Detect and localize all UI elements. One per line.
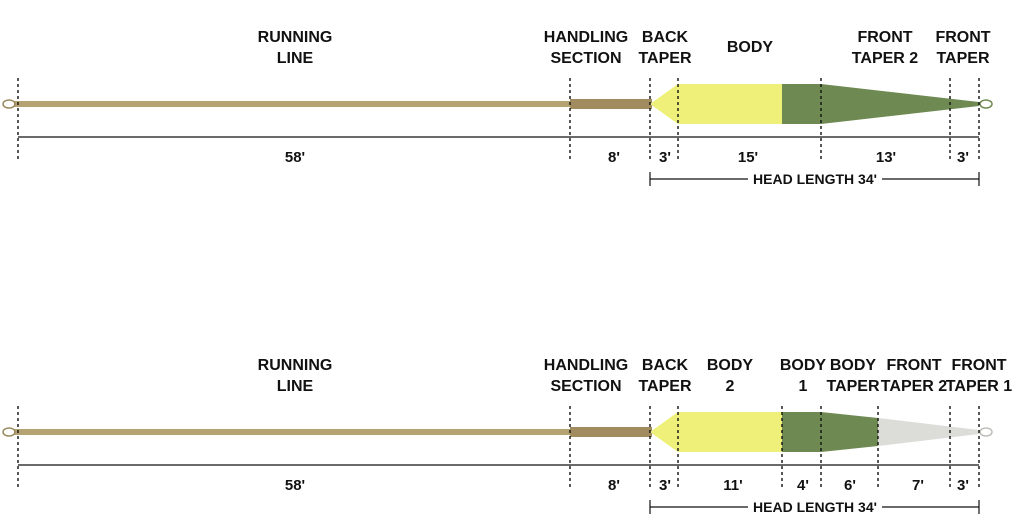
section-length: 15' (738, 149, 758, 166)
rear-loop-icon (2, 427, 16, 437)
section-label: TAPER (638, 50, 691, 67)
handling-section (570, 99, 652, 109)
section-label: SECTION (550, 50, 621, 67)
section-length: 8' (608, 149, 620, 166)
section-length: 3' (957, 477, 969, 494)
front-taper-section (878, 418, 979, 446)
head-length-label: HEAD LENGTH 34' (753, 171, 877, 187)
section-length: 3' (659, 477, 671, 494)
section-length: 4' (797, 477, 809, 494)
section-length: 3' (957, 149, 969, 166)
section-label: TAPER 2 (881, 378, 947, 395)
section-label: HANDLING (544, 29, 628, 46)
section-length: 3' (659, 149, 671, 166)
section-length: 8' (608, 477, 620, 494)
section-label: BACK (642, 29, 689, 46)
body-2-section (650, 412, 782, 452)
line-diagram-2: RUNNING LINE HANDLING SECTION BACK TAPER BODY 2… (2, 357, 1012, 515)
running-line (14, 101, 572, 107)
section-label: LINE (277, 50, 314, 67)
front-loop-icon (979, 99, 993, 109)
front-taper-section (782, 84, 979, 124)
section-label: BODY (780, 357, 827, 374)
section-label: FRONT (857, 29, 912, 46)
section-label: TAPER 2 (852, 50, 918, 67)
section-length: 58' (285, 477, 305, 494)
section-length: 13' (876, 149, 896, 166)
section-length: 11' (723, 477, 742, 494)
section-label: HANDLING (544, 357, 628, 374)
section-label: RUNNING (258, 357, 333, 374)
section-label: BODY (727, 39, 774, 56)
body-section (650, 84, 782, 124)
section-length: 7' (912, 477, 924, 494)
section-label: FRONT (951, 357, 1006, 374)
rear-loop-icon (2, 99, 16, 109)
section-label: BODY (707, 357, 754, 374)
section-label: RUNNING (258, 29, 333, 46)
section-label: TAPER (936, 50, 989, 67)
line-diagram-1: RUNNING LINE HANDLING SECTION BACK TAPER BODY F… (2, 29, 993, 187)
section-label: TAPER 1 (946, 378, 1012, 395)
section-label: TAPER (826, 378, 879, 395)
front-loop-icon (979, 427, 993, 437)
section-label: BACK (642, 357, 689, 374)
section-label: TAPER (638, 378, 691, 395)
section-label: 2 (726, 378, 735, 395)
section-length: 6' (844, 477, 856, 494)
section-label: SECTION (550, 378, 621, 395)
section-label: FRONT (886, 357, 941, 374)
body-1-section (782, 412, 878, 452)
handling-section (570, 427, 652, 437)
section-label: 1 (799, 378, 808, 395)
running-line (14, 429, 572, 435)
section-label: LINE (277, 378, 314, 395)
section-label: FRONT (935, 29, 990, 46)
section-length: 58' (285, 149, 305, 166)
section-label: BODY (830, 357, 877, 374)
head-length-label: HEAD LENGTH 34' (753, 499, 877, 515)
